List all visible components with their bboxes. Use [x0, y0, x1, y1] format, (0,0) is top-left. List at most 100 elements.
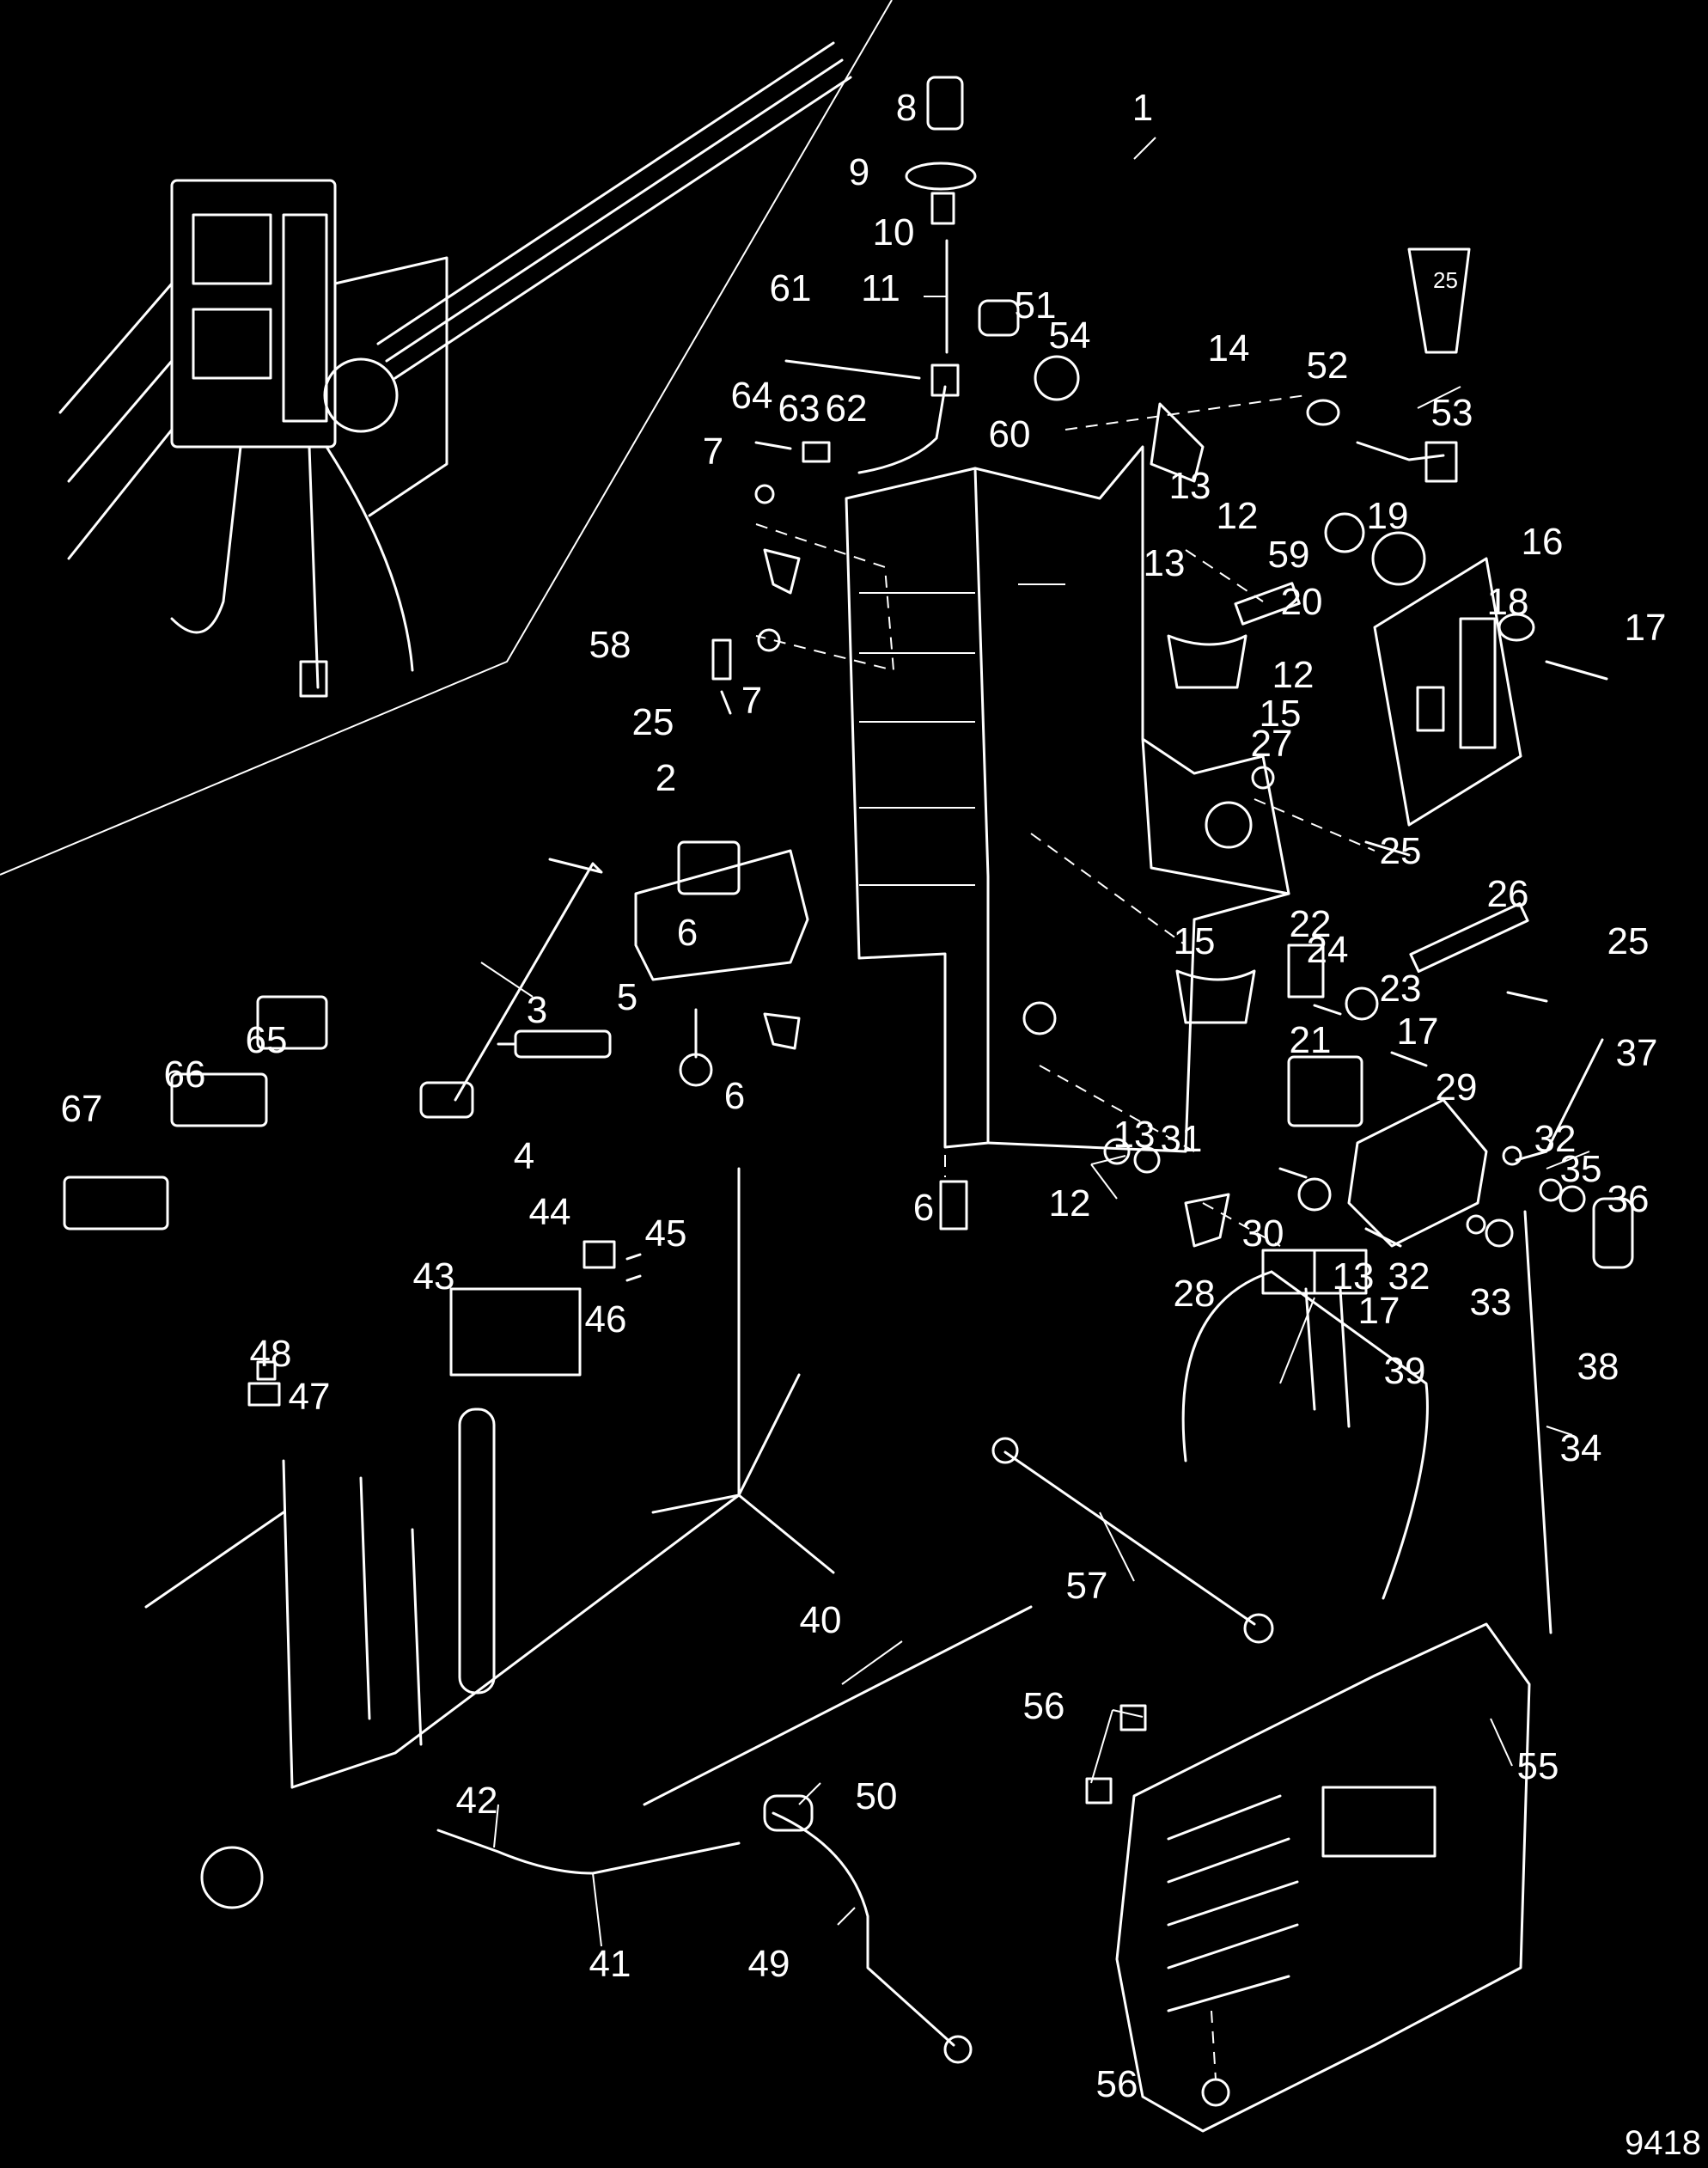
grommet-19	[1371, 531, 1426, 586]
grommet-7b	[757, 628, 781, 652]
callout-46: 46	[585, 1298, 627, 1340]
fitting-9	[905, 162, 977, 191]
callout-24: 24	[1307, 929, 1349, 971]
sealant-tube-25: 25	[1407, 247, 1471, 354]
callout-35: 35	[1560, 1148, 1602, 1190]
nut-33	[1485, 1218, 1514, 1248]
callout-33: 33	[1470, 1281, 1512, 1323]
callout-32: 32	[1388, 1255, 1430, 1298]
spark-plug	[497, 1029, 612, 1059]
washer-13c	[1133, 1146, 1161, 1174]
grommet-56c	[1201, 2078, 1230, 2107]
callout-64: 64	[731, 375, 773, 417]
callout-51: 51	[1015, 284, 1057, 327]
callout-15: 15	[1174, 920, 1216, 962]
callout-12: 12	[1049, 1182, 1091, 1224]
callout-6: 6	[724, 1075, 745, 1117]
callout-63: 63	[778, 388, 820, 430]
cable-40	[643, 1605, 1033, 1806]
fitting-51	[978, 299, 1020, 337]
callout-25: 25	[632, 701, 674, 743]
fastener-45	[625, 1253, 642, 1261]
callout-62: 62	[826, 388, 868, 430]
sender-8	[926, 76, 964, 131]
bolt-17c	[1364, 1227, 1402, 1248]
fitting-10	[930, 192, 955, 225]
callout-49: 49	[748, 1943, 790, 1985]
ecm-module	[1373, 557, 1522, 827]
figure-number: 9418	[1625, 2124, 1701, 2162]
screw-64	[754, 441, 792, 450]
relay-21	[1287, 1055, 1363, 1127]
callout-23: 23	[1380, 968, 1422, 1010]
ignition-coil	[634, 840, 809, 981]
callout-56: 56	[1023, 1685, 1065, 1727]
callout-6: 6	[913, 1187, 934, 1229]
callout-26: 26	[1487, 873, 1529, 915]
callout-25: 25	[1607, 920, 1650, 962]
clamp-15a	[1167, 634, 1247, 689]
callout-28: 28	[1174, 1273, 1216, 1315]
washer-32b	[1466, 1214, 1486, 1235]
washer-52	[1306, 399, 1340, 426]
callout-50: 50	[856, 1775, 898, 1817]
clip-48	[256, 1360, 277, 1381]
callout-47: 47	[289, 1376, 331, 1418]
hose-62	[857, 385, 947, 474]
callout-25: 25	[1380, 830, 1422, 872]
callout-4: 4	[514, 1135, 534, 1177]
assembly-lines	[755, 394, 1376, 2080]
clip-6b	[763, 1012, 801, 1050]
callout-39: 39	[1384, 1350, 1426, 1392]
screw-25a	[720, 690, 732, 715]
leader-lines	[480, 137, 1590, 1947]
grommet-20	[1324, 512, 1365, 553]
callout-1: 1	[1132, 87, 1153, 129]
callout-13: 13	[1169, 465, 1211, 507]
callout-67: 67	[61, 1088, 103, 1130]
callout-29: 29	[1436, 1066, 1478, 1108]
clamp-15b	[1175, 969, 1256, 1024]
connector-67	[63, 1176, 169, 1231]
callout-42: 42	[456, 1780, 498, 1822]
callout-55: 55	[1517, 1745, 1559, 1787]
callout-66: 66	[164, 1053, 206, 1096]
callout-2: 2	[656, 757, 676, 799]
nut-30	[1297, 1177, 1332, 1212]
starter-solenoid	[1347, 1098, 1488, 1248]
callout-21: 21	[1290, 1019, 1332, 1061]
callout-44: 44	[529, 1191, 571, 1233]
fitting-60	[930, 363, 960, 397]
callout-32: 32	[1534, 1118, 1577, 1160]
callout-11: 11	[861, 267, 900, 309]
bolt-24	[1313, 1004, 1342, 1016]
electrical-cover	[1115, 1622, 1531, 2133]
callout-37: 37	[1616, 1032, 1658, 1074]
callout-13: 13	[1333, 1255, 1375, 1298]
bolt-25c	[1506, 991, 1548, 1003]
callout-13: 13	[1113, 1114, 1156, 1156]
grommet-7a	[754, 484, 775, 504]
nut-27	[1251, 766, 1275, 790]
washer-13b	[1103, 1138, 1131, 1165]
callout-60: 60	[989, 413, 1031, 455]
bolt-25b	[1364, 840, 1411, 857]
callout-10: 10	[873, 211, 915, 253]
callout-6: 6	[677, 912, 698, 954]
callout-48: 48	[250, 1333, 292, 1375]
bolt-53-head	[1424, 441, 1458, 483]
spark-plug-boot	[419, 1081, 474, 1119]
callout-31: 31	[1161, 1118, 1203, 1160]
callout-20: 20	[1281, 581, 1323, 623]
callout-52: 52	[1307, 345, 1349, 387]
callout-15: 15	[1260, 693, 1302, 735]
callout-61: 61	[770, 267, 812, 309]
washer-35	[1539, 1178, 1563, 1202]
callout-54: 54	[1049, 315, 1091, 357]
spacer-26	[1409, 901, 1529, 974]
bolt-31	[1278, 1167, 1308, 1179]
callout-labels: 1234566677891011121212131313131415151617…	[61, 87, 1667, 2105]
strap-59	[1234, 582, 1301, 626]
cable-34	[1523, 1210, 1552, 1634]
